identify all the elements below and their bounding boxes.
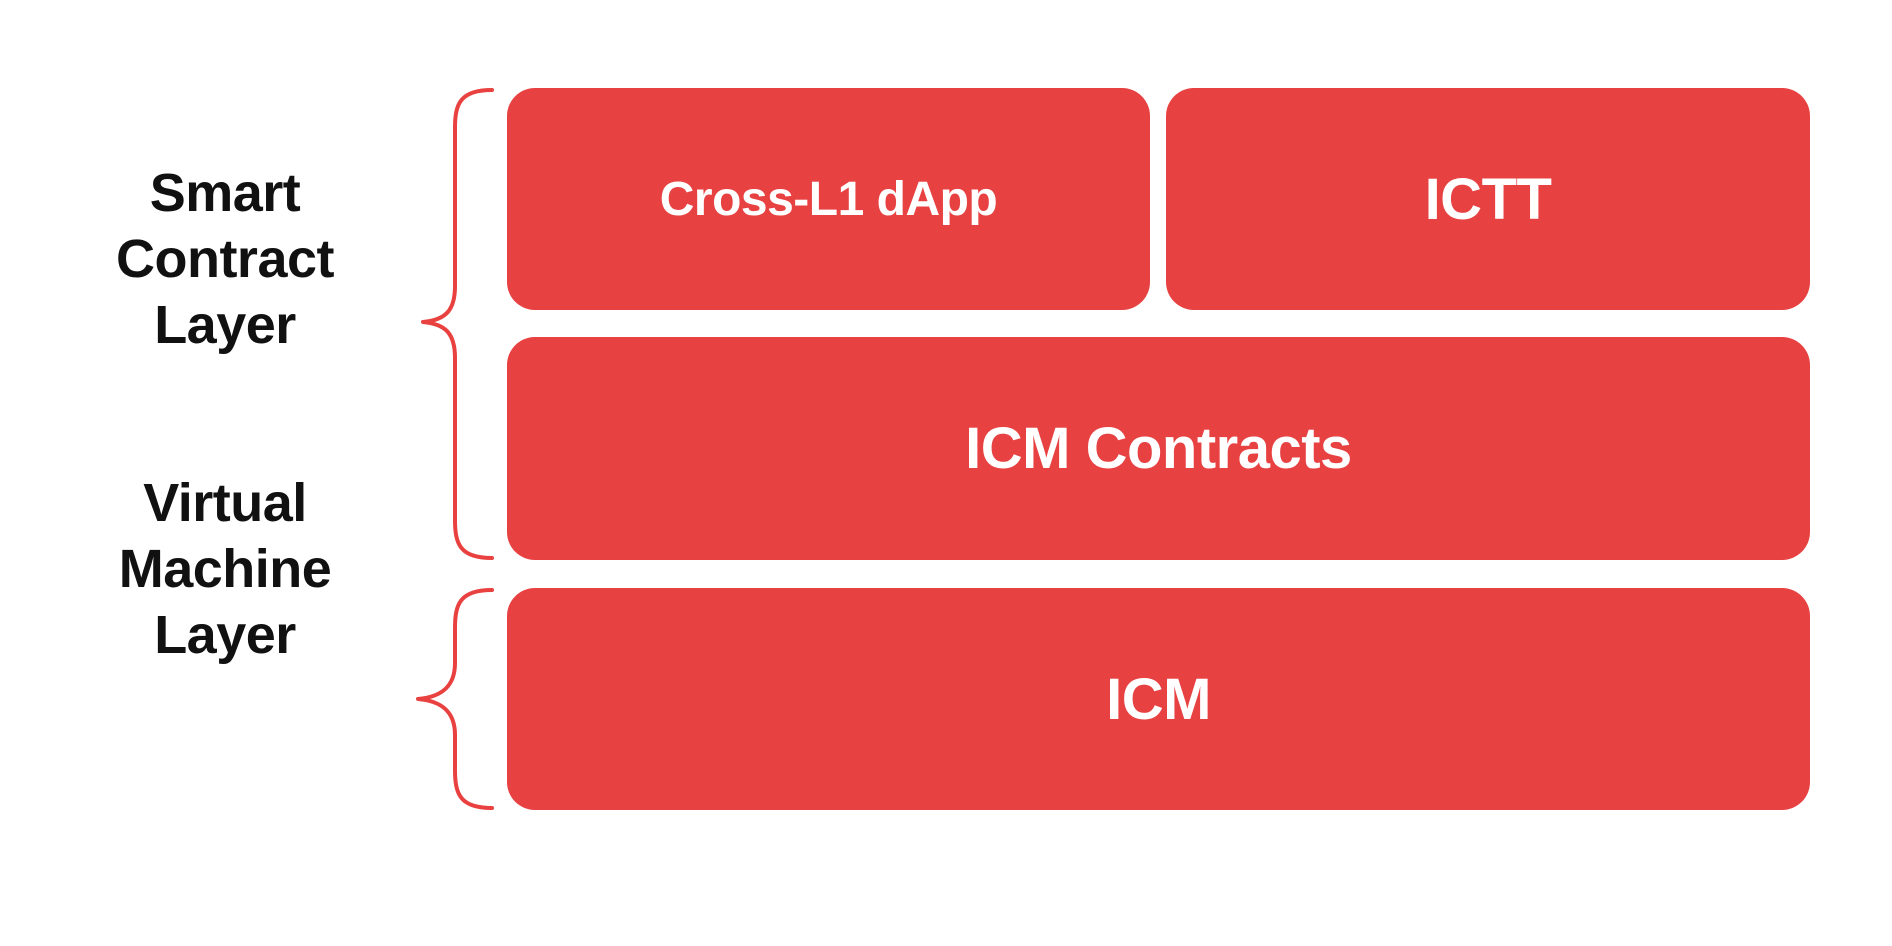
node-box-ictt-label: ICTT — [1424, 166, 1552, 232]
node-box-icm-contracts-label: ICM Contracts — [965, 416, 1352, 481]
layer-label-smart-contract: Smart Contract Layer — [115, 163, 335, 355]
smart-contract-layer-brace-icon — [421, 88, 494, 560]
smart-contract-row-applications: Cross-L1 dApp ICTT — [507, 88, 1810, 310]
layer-label-virtual-machine: Virtual Machine Layer — [118, 473, 332, 665]
virtual-machine-row-icm: ICM — [507, 588, 1810, 810]
virtual-machine-layer-brace-icon — [416, 588, 494, 810]
node-box-cross-l1-dapp-label: Cross-L1 dApp — [659, 172, 998, 226]
smart-contract-row-icm-contracts: ICM Contracts — [507, 337, 1810, 560]
node-box-ictt[interactable]: ICTT — [1166, 88, 1810, 310]
node-box-icm-label: ICM — [1106, 666, 1211, 732]
node-box-icm-contracts[interactable]: ICM Contracts — [507, 337, 1810, 560]
node-box-cross-l1-dapp[interactable]: Cross-L1 dApp — [507, 88, 1150, 310]
node-box-icm[interactable]: ICM — [507, 588, 1810, 810]
